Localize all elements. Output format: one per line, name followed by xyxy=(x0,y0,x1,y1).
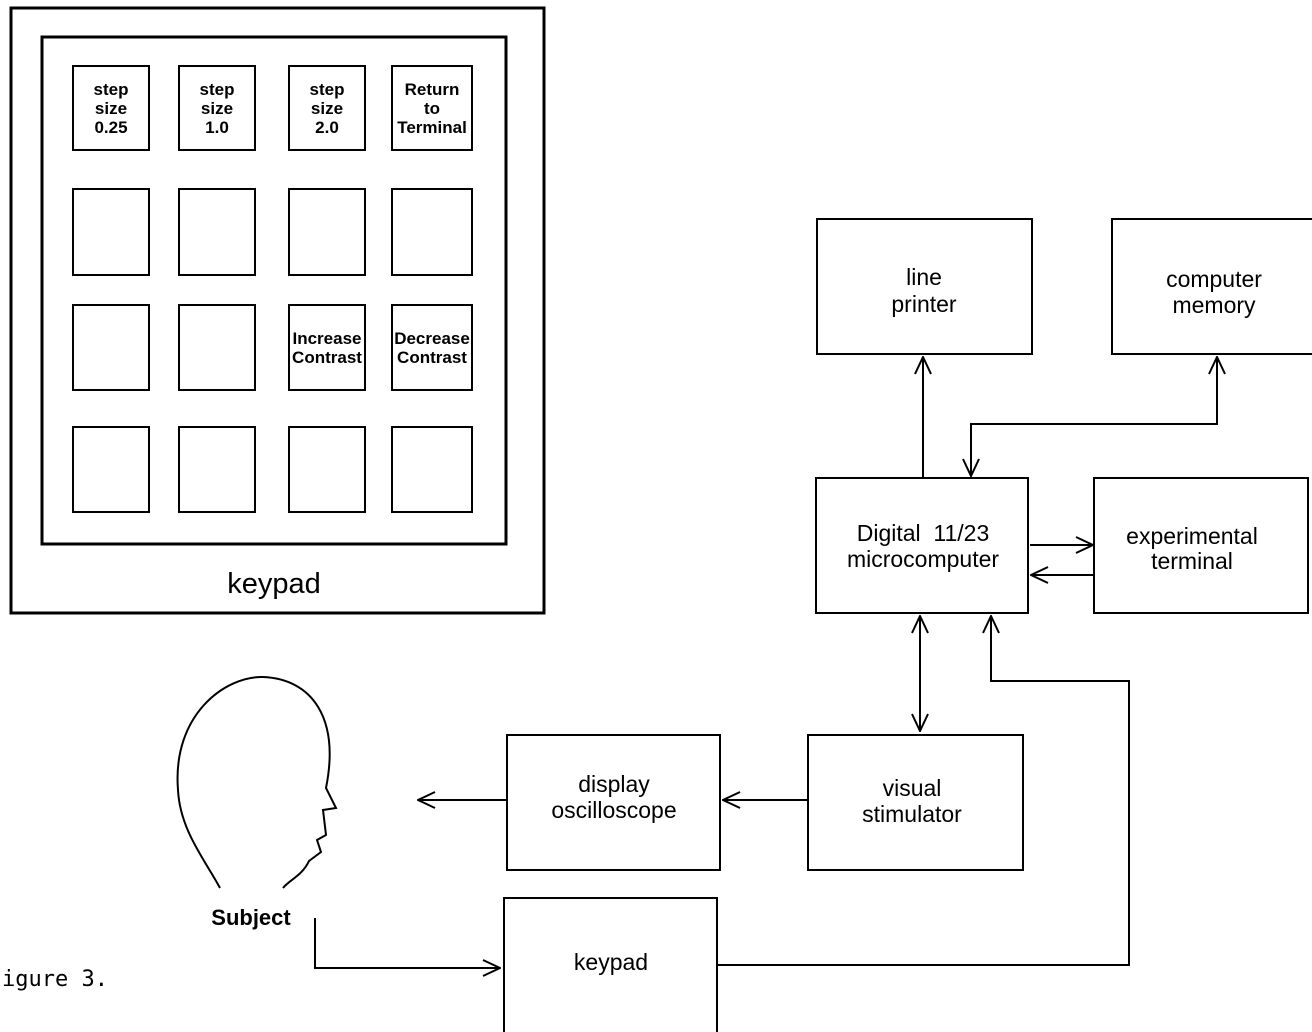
line-printer-label-1: line xyxy=(906,264,942,290)
keypad-key-4-3 xyxy=(289,427,365,512)
subject-head-icon xyxy=(178,677,336,888)
keypad-panel: stepsize0.25stepsize1.0stepsize2.0Return… xyxy=(11,8,544,613)
visual-stimulator-label-1: visual xyxy=(883,775,942,801)
keypad-key-2-4 xyxy=(392,189,472,275)
computer-memory-box: computer memory xyxy=(1112,219,1312,354)
keypad-key-4-4 xyxy=(392,427,472,512)
line-printer-box: line printer xyxy=(817,219,1032,354)
keypad-key-3-2 xyxy=(179,305,255,390)
subject-label: Subject xyxy=(211,905,291,930)
keypad-key-label: Increase xyxy=(293,329,362,348)
keypad-key-label: Contrast xyxy=(397,348,467,367)
keypad-key-2-1 xyxy=(73,189,149,275)
keypad-box-label: keypad xyxy=(574,949,648,975)
keypad-key-label: Contrast xyxy=(292,348,362,367)
visual-stimulator-label-2: stimulator xyxy=(862,801,962,827)
display-oscilloscope-box: display oscilloscope xyxy=(507,735,720,870)
keypad-key-label: step xyxy=(200,80,235,99)
display-oscilloscope-label-2: oscilloscope xyxy=(551,797,676,823)
keypad-key-2-2 xyxy=(179,189,255,275)
experimental-terminal-label-2: terminal xyxy=(1151,548,1233,574)
display-oscilloscope-label-1: display xyxy=(578,771,650,797)
keypad-key-3-1 xyxy=(73,305,149,390)
keypad-key-label: Return xyxy=(405,80,460,99)
line-printer-label-2: printer xyxy=(891,291,957,317)
keypad-panel-title: keypad xyxy=(227,568,321,600)
arrow-micro-memory xyxy=(971,357,1217,476)
figure-caption: igure 3. xyxy=(2,967,108,992)
keypad-key-label: 0.25 xyxy=(94,118,127,137)
arrow-subject-to-keypad xyxy=(315,918,500,968)
computer-memory-label-1: computer xyxy=(1166,266,1262,292)
keypad-key-2-3 xyxy=(289,189,365,275)
experimental-terminal-box: experimental terminal xyxy=(1094,478,1308,613)
microcomputer-box: Digital 11/23 microcomputer xyxy=(816,478,1028,613)
visual-stimulator-box: visual stimulator xyxy=(808,735,1023,870)
experimental-terminal-label-1: experimental xyxy=(1126,523,1258,549)
keypad-key-4-1 xyxy=(73,427,149,512)
keypad-key-label: Terminal xyxy=(397,118,467,137)
microcomputer-label-1: Digital 11/23 xyxy=(857,520,990,546)
computer-memory-label-2: memory xyxy=(1172,292,1256,318)
key-grid: stepsize0.25stepsize1.0stepsize2.0Return… xyxy=(73,66,472,512)
keypad-key-label: 1.0 xyxy=(205,118,229,137)
keypad-key-label: size xyxy=(311,99,343,118)
keypad-key-label: step xyxy=(310,80,345,99)
microcomputer-label-2: microcomputer xyxy=(847,546,999,572)
keypad-key-label: step xyxy=(94,80,129,99)
keypad-box: keypad xyxy=(504,898,717,1032)
keypad-key-label: size xyxy=(95,99,127,118)
keypad-key-4-2 xyxy=(179,427,255,512)
keypad-key-label: size xyxy=(201,99,233,118)
keypad-key-label: 2.0 xyxy=(315,118,339,137)
keypad-key-label: Decrease xyxy=(394,329,470,348)
keypad-key-label: to xyxy=(424,99,440,118)
